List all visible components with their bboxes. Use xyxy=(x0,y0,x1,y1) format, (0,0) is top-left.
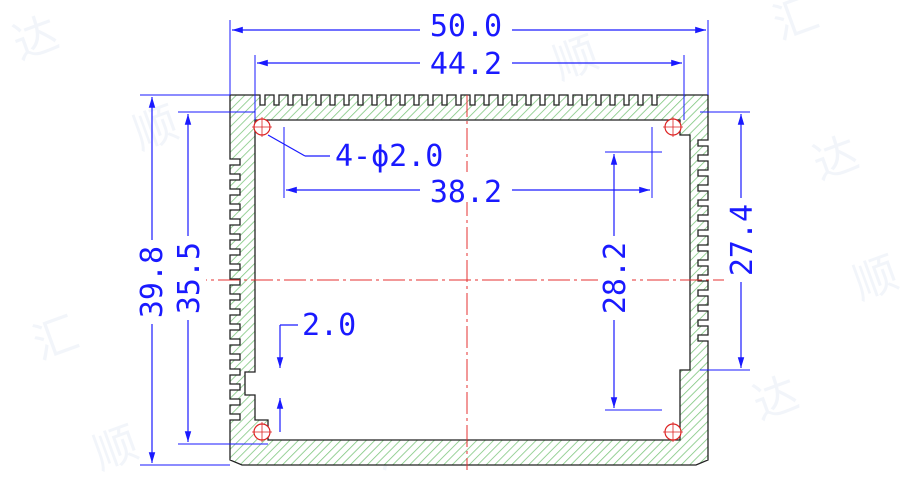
watermark-glyph: 顺 xyxy=(126,97,185,160)
watermark-glyph: 达 xyxy=(6,7,65,70)
slot-width-label: 2.0 xyxy=(302,308,356,343)
side-slot-height-label: 27.4 xyxy=(725,204,760,276)
watermark-glyph: 顺 xyxy=(546,27,605,90)
overall-width-label: 50.0 xyxy=(430,9,502,44)
hole-callout-label: 4-ϕ2.0 xyxy=(335,139,443,174)
inner-height-label: 35.5 xyxy=(172,242,207,314)
dimension-hole-callout: 4-ϕ2.0 xyxy=(267,134,443,174)
overall-height-label: 39.8 xyxy=(135,246,170,318)
hole-spacing-horizontal-label: 38.2 xyxy=(430,175,502,210)
dimension-hole-spacing-vertical: 28.2 xyxy=(598,151,662,411)
watermark-glyph: 达 xyxy=(746,367,805,430)
watermark-glyph: 汇 xyxy=(26,307,85,370)
screw-hole-top-left xyxy=(252,117,272,137)
watermark-glyph: 顺 xyxy=(86,417,145,480)
dimension-inner-width: 44.2 xyxy=(254,44,685,120)
dimension-overall-height: 39.8 xyxy=(134,94,230,466)
hole-spacing-vertical-label: 28.2 xyxy=(598,242,633,314)
dimension-hole-spacing-horizontal: 38.2 xyxy=(283,127,653,210)
screw-hole-bottom-left xyxy=(252,422,272,442)
dimension-inner-height: 35.5 xyxy=(172,111,268,445)
watermark-glyph: 汇 xyxy=(766,0,825,50)
watermark-glyph: 达 xyxy=(806,127,865,190)
dimension-overall-width: 50.0 xyxy=(229,8,709,95)
dimension-slot-width: 2.0 xyxy=(276,308,356,432)
screw-hole-top-right xyxy=(663,117,683,137)
inner-width-label: 44.2 xyxy=(430,47,502,82)
dimension-side-slot-height: 27.4 xyxy=(700,111,760,371)
watermark-glyph: 顺 xyxy=(846,247,900,310)
screw-hole-bottom-right xyxy=(663,422,683,442)
